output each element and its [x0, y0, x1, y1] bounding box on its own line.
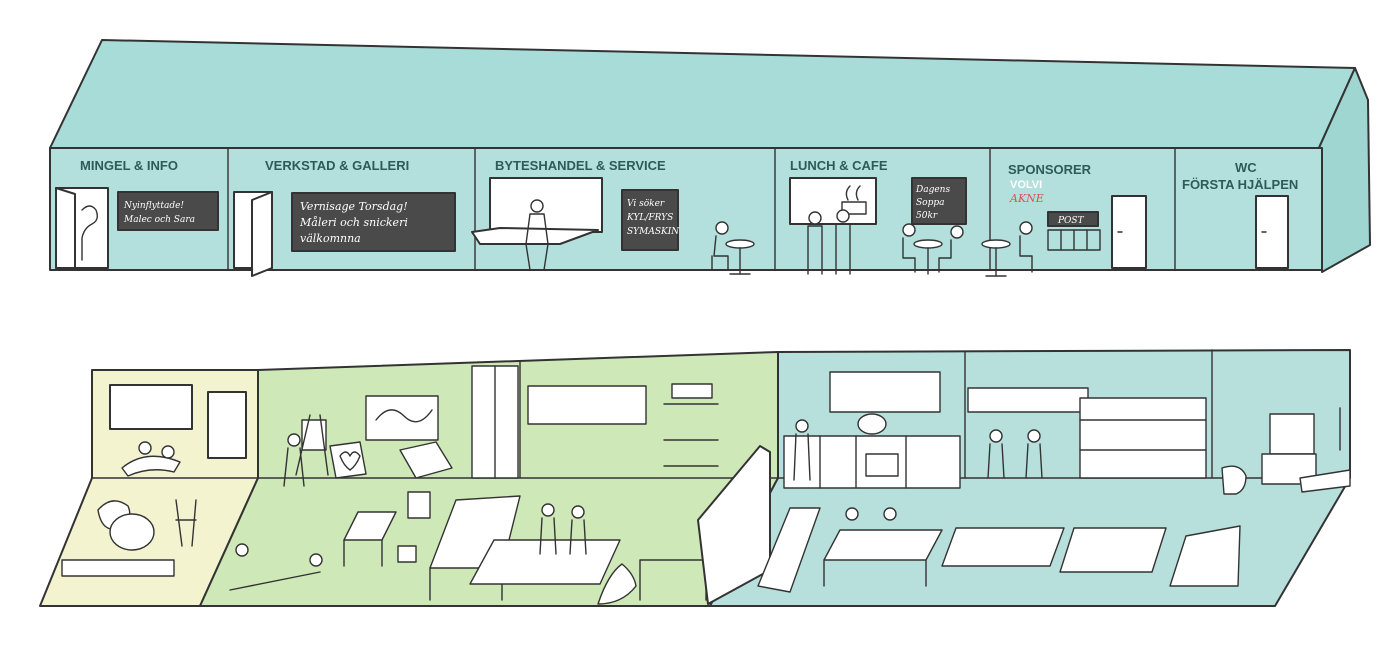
- bed-icon: [941, 527, 1065, 567]
- people-facade: [525, 199, 1033, 277]
- section-title-byteshandel: BYTESHANDEL & SERVICE: [495, 158, 666, 173]
- door-sponsorer: [1111, 195, 1147, 269]
- board-verkstad: Vernisage Torsdag! Måleri och snickeri v…: [291, 192, 456, 252]
- board-lunch-line3: 50kr: [916, 211, 938, 221]
- person-cafe-4: [1019, 221, 1033, 273]
- green-zone-items: [229, 365, 719, 605]
- interior-walls: [257, 349, 1213, 479]
- window-lunch: [789, 177, 877, 225]
- board-mingel-line2: Malec och Sara: [123, 215, 195, 225]
- board-mingel-line1: Nyinflyttade!: [123, 201, 184, 211]
- cafe-table-2: [913, 239, 943, 275]
- teal-zone-items: [757, 371, 1351, 593]
- board-bytes-line2: KYL/FRYS: [626, 213, 673, 223]
- board-verkstad-line1: Vernisage Torsdag!: [300, 200, 408, 213]
- section-title-lunch: LUNCH & CAFE: [790, 158, 888, 173]
- section-title-verkstad: VERKSTAD & GALLERI: [265, 158, 409, 173]
- person-cafe-2: [902, 223, 916, 273]
- person-cafe-3: [938, 225, 964, 273]
- section-title-forsta-hjalpen: FÖRSTA HJÄLPEN: [1182, 177, 1298, 192]
- floorplan: [39, 349, 1351, 607]
- section-title-mingel: MINGEL & INFO: [80, 158, 178, 173]
- door-mingel: [55, 187, 109, 269]
- cafe-table-1: [725, 239, 755, 275]
- poster: [207, 391, 247, 459]
- board-mingel: Nyinflyttade! Malec och Sara: [117, 191, 219, 231]
- cafe-table-3: [981, 239, 1011, 277]
- easel-icon: [295, 414, 329, 476]
- section-dividers: [227, 147, 1176, 271]
- board-lunch-line2: Soppa: [916, 198, 944, 208]
- yellow-zone-people: [61, 441, 197, 577]
- door-verkstad: [233, 191, 273, 277]
- post-sign-label: POST: [1057, 216, 1085, 226]
- post-sign: POST: [1047, 211, 1101, 251]
- section-title-sponsorer: SPONSORER: [1008, 162, 1092, 177]
- table-icon: [823, 529, 943, 561]
- board-lunch: Dagens Soppa 50kr: [911, 177, 967, 225]
- board-bytes-line1: Vi söker: [627, 199, 665, 209]
- person-cafe-1: [711, 221, 729, 271]
- sponsor-akne: AKNE: [1009, 192, 1044, 205]
- board-verkstad-line3: välkomnna: [300, 232, 361, 245]
- door-wc: [1255, 195, 1289, 269]
- info-board: [109, 384, 193, 430]
- board-byteshandel: Vi söker KYL/FRYS SYMASKIN: [621, 189, 680, 251]
- person-lunch-1: [807, 211, 823, 275]
- person-bytes: [525, 199, 549, 271]
- section-title-wc: WC: [1235, 160, 1257, 175]
- stove-icon: [865, 453, 899, 477]
- toilet-icon: [1221, 465, 1247, 495]
- divider-cabinet: [697, 445, 771, 605]
- building-facade: MINGEL & INFO VERKSTAD & GALLERI BYTESHA…: [49, 39, 1371, 277]
- person-lunch-2: [835, 209, 851, 275]
- board-lunch-line1: Dagens: [915, 185, 950, 195]
- roof: [49, 39, 1356, 151]
- window-byteshandel: [471, 177, 603, 245]
- board-bytes-line3: SYMASKIN: [627, 227, 680, 237]
- sink-icon: [1299, 469, 1351, 493]
- board-verkstad-line2: Måleri och snickeri: [299, 216, 408, 229]
- sponsor-volvi: VOLVI: [1010, 179, 1042, 191]
